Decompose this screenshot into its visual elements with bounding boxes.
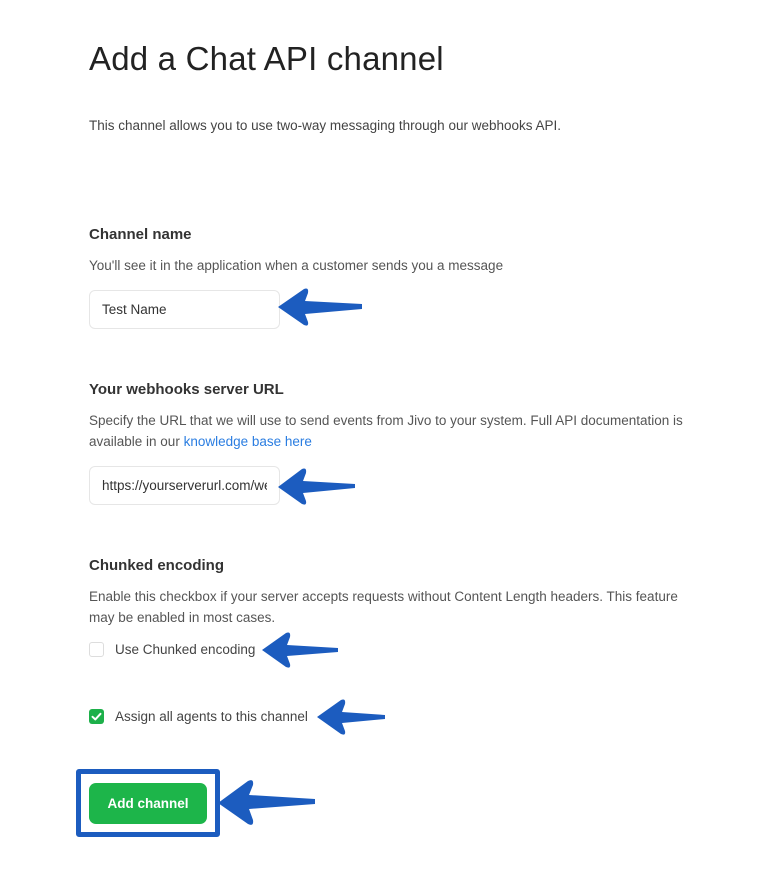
webhook-url-help-text: Specify the URL that we will use to send… [89,413,683,449]
page-description: This channel allows you to use two-way m… [89,118,562,133]
chunked-encoding-label: Chunked encoding [89,557,224,574]
webhook-url-label: Your webhooks server URL [89,381,284,398]
webhook-url-input[interactable] [89,466,280,505]
annotation-arrow-icon [317,699,385,735]
knowledge-base-link[interactable]: knowledge base here [183,434,312,449]
page-title: Add a Chat API channel [89,40,444,77]
checkmark-icon [91,712,102,721]
chunked-encoding-checkbox[interactable] [89,642,104,657]
chunked-encoding-help: Enable this checkbox if your server acce… [89,589,678,625]
add-channel-button[interactable]: Add channel [89,783,207,824]
assign-agents-checkbox[interactable] [89,709,104,724]
annotation-arrow-icon [218,780,315,825]
annotation-arrow-icon [278,468,355,505]
channel-name-input[interactable] [89,290,280,329]
annotation-arrow-icon [278,288,362,326]
channel-name-help: You'll see it in the application when a … [89,258,504,273]
webhook-url-help: Specify the URL that we will use to send… [89,410,699,452]
chunked-encoding-checkbox-label[interactable]: Use Chunked encoding [115,642,256,657]
assign-agents-checkbox-label[interactable]: Assign all agents to this channel [115,709,308,724]
channel-name-label: Channel name [89,226,192,243]
annotation-highlight-box [76,769,220,837]
annotation-arrow-icon [262,632,338,668]
